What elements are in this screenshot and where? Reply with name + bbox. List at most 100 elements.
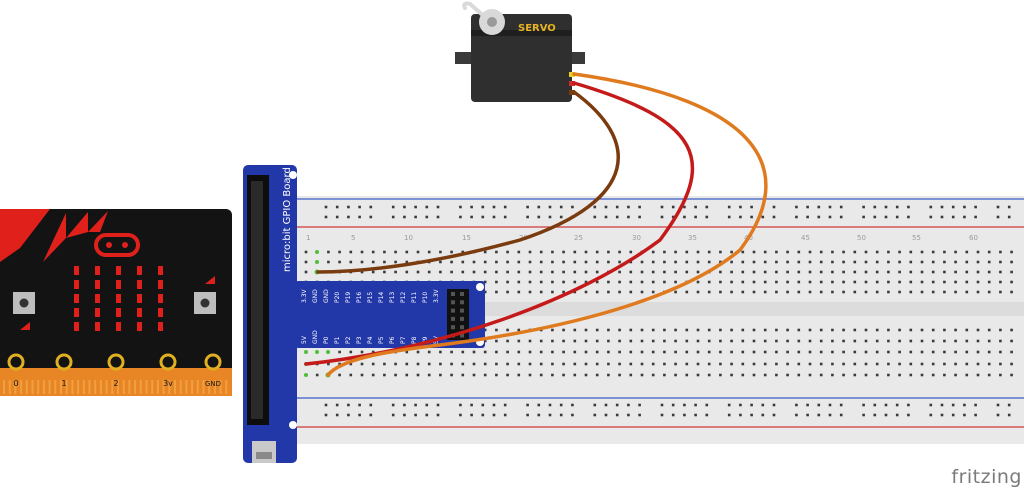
breadboard-hole	[674, 280, 677, 284]
led	[95, 308, 100, 317]
breadboard-hole	[495, 250, 498, 254]
breadboard-hole	[976, 373, 980, 377]
breadboard-hole	[304, 250, 308, 254]
breadboard-hole	[618, 260, 621, 264]
rail-hole	[739, 403, 742, 407]
breadboard-hole	[338, 350, 341, 354]
breadboard-hole	[853, 339, 857, 343]
breadboard-hole	[685, 328, 689, 332]
edge-finger	[208, 380, 211, 394]
breadboard-hole	[1010, 260, 1013, 264]
breadboard-hole	[562, 350, 565, 354]
mount-hole	[289, 421, 297, 429]
breadboard-hole	[663, 260, 666, 264]
breadboard-hole	[819, 350, 823, 354]
breadboard-hole	[999, 270, 1002, 274]
breadboard-hole	[741, 328, 745, 332]
edge-finger	[88, 380, 91, 394]
breadboard-hole	[999, 328, 1002, 332]
breadboard-hole	[640, 280, 644, 284]
breadboard-hole	[584, 362, 588, 366]
microbit-logo-dot	[106, 242, 112, 248]
led	[158, 266, 163, 275]
breadboard-hole	[483, 373, 487, 377]
rail-hole	[694, 413, 697, 417]
top-pin-labels: 3.3V GND GND P20 P19 P16 P15 P14 P13 P12…	[301, 288, 440, 303]
breadboard-hole	[987, 280, 991, 284]
rail-hole	[828, 403, 832, 407]
breadboard-hole	[719, 328, 722, 332]
rail-hole	[358, 215, 361, 219]
breadboard-hole	[987, 260, 991, 264]
led	[74, 294, 79, 303]
breadboard-hole	[573, 350, 577, 354]
rail-hole	[470, 215, 473, 219]
edge-finger	[134, 380, 137, 394]
breadboard-hole	[618, 280, 621, 284]
breadboard-hole	[786, 260, 789, 264]
rail-hole	[940, 403, 944, 407]
rail-hole	[806, 413, 809, 417]
breadboard-hole	[360, 270, 364, 274]
breadboard-hole	[887, 339, 890, 343]
breadboard-hole	[629, 270, 633, 274]
rail-hole	[761, 403, 765, 407]
breadboard-hole	[999, 280, 1002, 284]
breadboard-hole	[416, 350, 420, 354]
rail-hole	[526, 413, 529, 417]
breadboard-hole	[909, 260, 913, 264]
breadboard-hole	[584, 270, 588, 274]
breadboard-hole	[887, 280, 890, 284]
breadboard-hole	[349, 373, 353, 377]
breadboard-hole	[506, 280, 509, 284]
rail-hole	[347, 215, 350, 219]
header-pin-hole	[460, 325, 464, 330]
edge-finger	[99, 380, 102, 394]
breadboard-hole	[842, 339, 845, 343]
breadboard-hole	[875, 373, 879, 377]
led	[116, 294, 121, 303]
rail-hole	[324, 215, 328, 219]
breadboard-hole	[842, 260, 845, 264]
breadboard-hole	[595, 270, 599, 274]
rail-hole	[369, 413, 373, 417]
led	[158, 308, 163, 317]
breadboard-hole	[1010, 250, 1013, 254]
signal-wire[interactable]	[326, 72, 768, 377]
pad-3v	[159, 353, 177, 371]
header-pin-hole	[460, 316, 464, 321]
edge-finger	[31, 380, 34, 394]
rail-hole	[403, 215, 406, 219]
breadboard-hole	[551, 373, 554, 377]
rail-hole	[638, 403, 641, 407]
column-number: 60	[969, 234, 978, 242]
breadboard-hole	[640, 260, 644, 264]
rail-hole	[761, 215, 765, 219]
rail-hole	[537, 403, 541, 407]
pin-label: P13	[389, 292, 396, 303]
breadboard-hole	[472, 270, 476, 274]
rail-hole	[884, 413, 888, 417]
breadboard-hole	[931, 350, 935, 354]
rail-hole	[459, 413, 462, 417]
breadboard-hole	[506, 290, 509, 294]
breadboard-hole	[842, 250, 845, 254]
led	[95, 294, 100, 303]
breadboard-hole	[651, 362, 655, 366]
breadboard-hole	[730, 270, 733, 274]
connected-hole	[315, 250, 319, 254]
breadboard-hole	[831, 250, 834, 254]
breadboard-hole	[663, 328, 666, 332]
breadboard-hole	[808, 328, 812, 332]
rail-hole	[414, 215, 417, 219]
ground-wire[interactable]	[316, 90, 620, 274]
servo-label: SERVO	[518, 23, 556, 34]
edge-finger	[65, 380, 68, 394]
power-wire[interactable]	[304, 81, 695, 366]
breadboard-hole	[461, 373, 465, 377]
breadboard-hole	[439, 250, 442, 254]
led	[158, 294, 163, 303]
breadboard-hole	[629, 280, 633, 284]
pin-label: P12	[400, 292, 407, 303]
rail-hole	[369, 205, 373, 209]
